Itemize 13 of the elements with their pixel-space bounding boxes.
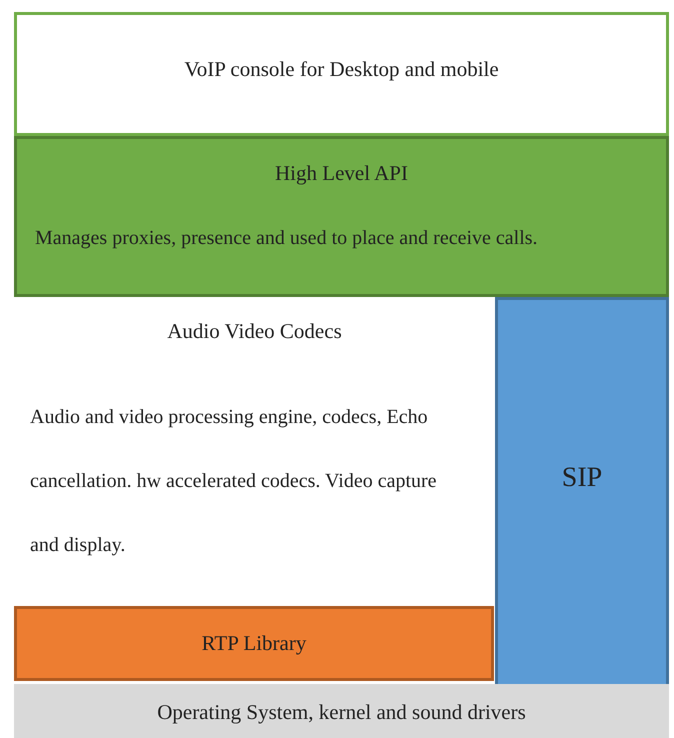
layer-description: Audio and video processing engine, codecs, Echo cancellation. hw accelerated codecs. Video capture and display. <box>30 405 438 558</box>
layer-title: High Level API <box>274 161 409 186</box>
sip-layer <box>495 297 669 687</box>
application-layer <box>14 12 669 136</box>
layer-title: Audio Video Codecs <box>166 319 343 344</box>
layer-title: RTP Library <box>200 631 308 656</box>
layer-title: Operating System, kernel and sound drivers <box>156 700 527 725</box>
rtp-layer <box>14 606 494 681</box>
api-layer <box>14 136 669 297</box>
layer-description: Manages proxies, presence and used to place and receive calls. <box>35 227 539 250</box>
os-layer <box>14 684 669 738</box>
layer-title: SIP <box>560 462 604 494</box>
layer-title: VoIP console for Desktop and mobile <box>183 57 500 82</box>
